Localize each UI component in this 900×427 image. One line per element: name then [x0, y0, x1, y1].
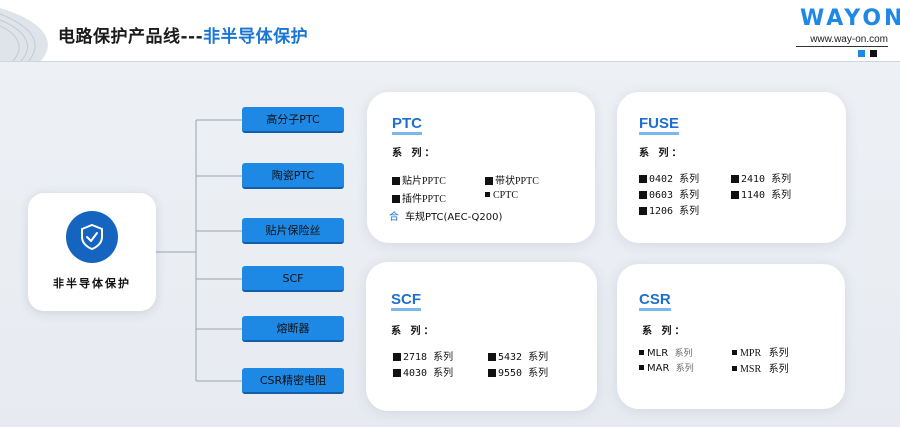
list-item: 带状PPTC — [485, 172, 539, 187]
card-csr-title: CSR — [639, 292, 671, 311]
shield-check-icon — [66, 211, 118, 263]
root-label: 非半导体保护 — [53, 277, 131, 290]
card-fuse-title: FUSE — [639, 116, 680, 135]
square-bullet-icon — [393, 353, 401, 361]
page-title-accent: 非半导体保护 — [203, 27, 309, 47]
square-bullet-icon — [731, 191, 739, 199]
list-item: MLR 系列 — [639, 346, 693, 359]
list-item: 1206 系列 — [639, 202, 699, 217]
node-polymer-ptc[interactable]: 高分子PTC — [242, 107, 344, 133]
list-item: 插件PPTC — [392, 190, 446, 205]
wayon-logo: WAYON — [800, 6, 900, 31]
list-item: 1140 系列 — [731, 186, 791, 201]
list-item: 2718 系列 — [393, 348, 453, 363]
header-bar: 电路保护产品线---非半导体保护 WAYON www.way-on.com — [0, 0, 900, 62]
square-bullet-icon — [393, 369, 401, 377]
blue-square-decor — [858, 50, 865, 57]
node-chip-fuse[interactable]: 贴片保险丝 — [242, 218, 344, 244]
square-bullet-icon — [732, 366, 737, 371]
square-bullet-icon — [639, 365, 644, 370]
square-bullet-icon — [639, 207, 647, 215]
list-item: MAR 系列 — [639, 361, 694, 374]
list-item: 0402 系列 — [639, 170, 699, 185]
card-scf: SCF 系 列： 2718 系列 5432 系列 4030 系列 9550 系列 — [366, 262, 597, 411]
square-bullet-icon — [731, 175, 739, 183]
black-square-decor — [870, 50, 877, 57]
header-divider — [0, 61, 900, 62]
node-csr[interactable]: CSR精密电阻 — [242, 368, 344, 394]
card-fuse-series-label: 系 列： — [639, 148, 685, 159]
card-ptc-title: PTC — [392, 116, 422, 135]
list-item: 5432 系列 — [488, 348, 548, 363]
square-bullet-icon — [639, 191, 647, 199]
square-bullet-icon — [488, 353, 496, 361]
card-csr: CSR 系 列： MLR 系列 MPR 系列 MAR 系列 MSR 系列 — [617, 264, 845, 409]
list-item: CPTC — [485, 190, 518, 201]
square-bullet-icon — [732, 350, 737, 355]
square-bullet-icon — [392, 177, 400, 185]
card-scf-series-label: 系 列： — [391, 326, 437, 337]
card-ptc-series-label: 系 列： — [392, 148, 438, 159]
list-item: MSR 系列 — [732, 360, 789, 375]
square-bullet-icon — [488, 369, 496, 377]
decorative-swoosh — [0, 8, 48, 62]
node-scf[interactable]: SCF — [242, 266, 344, 292]
list-item: 9550 系列 — [488, 364, 548, 379]
list-item: 贴片PPTC — [392, 172, 446, 187]
square-bullet-icon — [392, 195, 400, 203]
list-item: 2410 系列 — [731, 170, 791, 185]
website-url: www.way-on.com — [796, 34, 888, 47]
page-title-main: 电路保护产品线--- — [58, 27, 204, 47]
root-category-box: 非半导体保护 — [28, 193, 156, 311]
list-item: MPR 系列 — [732, 344, 789, 359]
card-fuse: FUSE 系 列： 0402 系列 2410 系列 0603 系列 1140 系… — [617, 92, 846, 243]
square-bullet-icon — [639, 175, 647, 183]
square-bullet-icon — [485, 192, 490, 197]
node-fuse[interactable]: 熔断器 — [242, 316, 344, 342]
square-bullet-icon — [639, 350, 644, 355]
card-ptc: PTC 系 列： 贴片PPTC 带状PPTC 插件PPTC CPTC 合车规PT… — [367, 92, 595, 243]
list-item: 0603 系列 — [639, 186, 699, 201]
card-csr-series-label: 系 列： — [642, 326, 688, 337]
list-item: 4030 系列 — [393, 364, 453, 379]
node-ceramic-ptc[interactable]: 陶瓷PTC — [242, 163, 344, 189]
card-scf-title: SCF — [391, 292, 421, 311]
list-item: 合车规PTC(AEC-Q200) — [389, 212, 503, 223]
square-bullet-icon — [485, 177, 493, 185]
page-title: 电路保护产品线---非半导体保护 — [58, 22, 308, 47]
auto-grade-glyph: 合 — [389, 212, 399, 223]
